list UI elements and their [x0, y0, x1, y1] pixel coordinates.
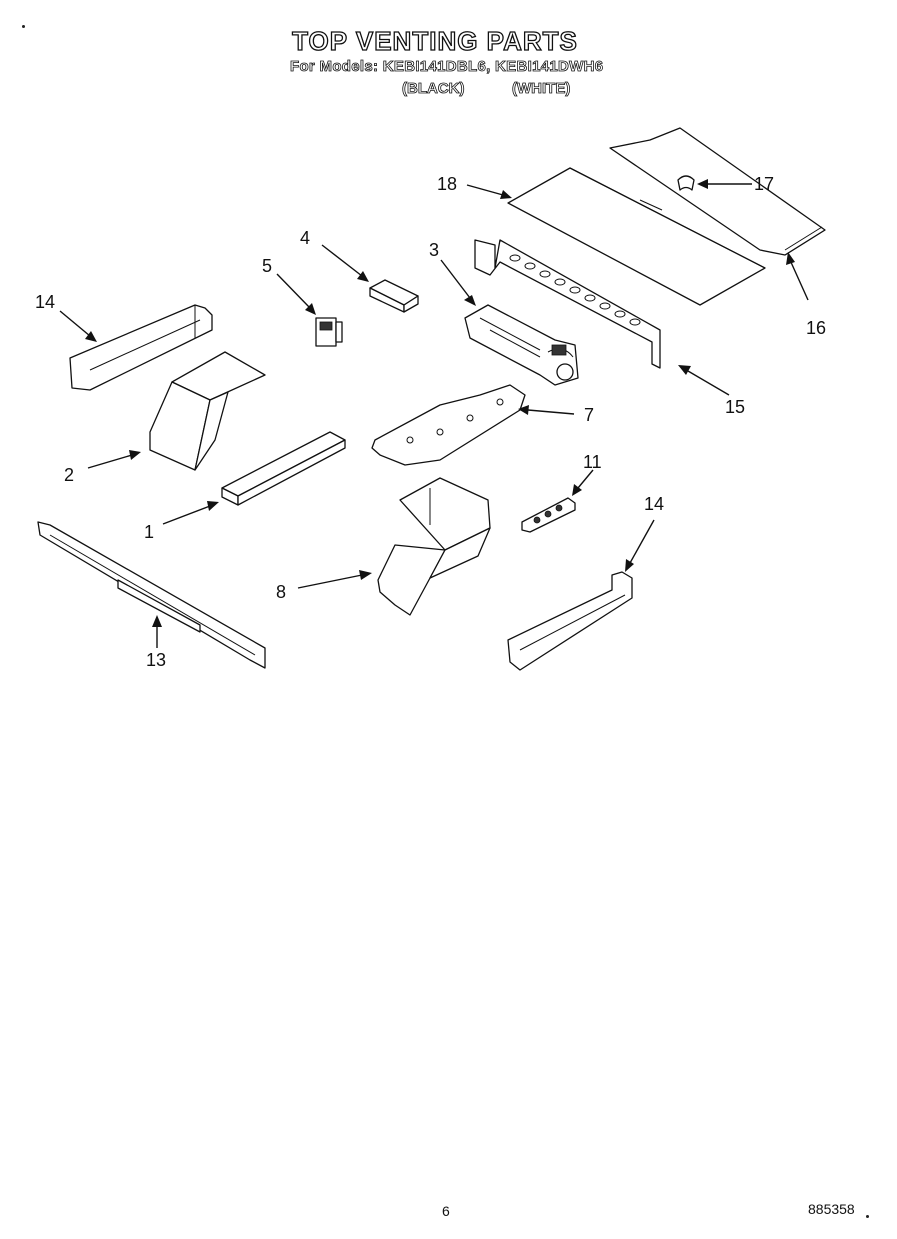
callout-8: 8	[276, 582, 286, 602]
part-7-plate	[371, 384, 526, 466]
part-16-top-panel	[609, 127, 826, 256]
trailing-dot	[866, 1215, 869, 1218]
part-14-left-bracket	[69, 304, 213, 391]
part-17-clip	[677, 175, 695, 191]
callout-18: 18	[437, 174, 457, 194]
part-18-vent-panel	[507, 167, 766, 306]
callout-5: 5	[262, 256, 272, 276]
callout-11: 11	[583, 452, 602, 472]
variant-white-label: (WHITE)	[512, 80, 571, 98]
corner-mark-dot	[22, 25, 25, 28]
callout-7: 7	[584, 405, 594, 425]
leader-lines	[59, 179, 809, 648]
callout-13: 13	[146, 650, 166, 670]
callout-15: 15	[725, 397, 745, 417]
part-14-right-bracket	[507, 571, 633, 671]
callout-3: 3	[429, 240, 439, 260]
part-13-long-rail	[37, 521, 266, 669]
variant-black-label: (BLACK)	[402, 80, 465, 98]
part-1-bar	[221, 431, 346, 506]
part-11-terminal-strip	[521, 497, 576, 533]
document-number: 885358	[808, 1201, 855, 1217]
page-number: 6	[442, 1203, 450, 1219]
part-5-switch	[315, 317, 343, 347]
part-4-block	[369, 279, 419, 313]
part-8-funnel-duct	[377, 477, 491, 616]
callout-4: 4	[300, 228, 310, 248]
callout-1: 1	[144, 522, 154, 542]
callout-14-right: 14	[644, 494, 664, 514]
models-subtitle: For Models: KEBI141DBL6, KEBI141DWH6	[290, 58, 604, 76]
callout-16: 16	[806, 318, 826, 338]
callout-14-left: 14	[35, 292, 55, 312]
page-title: TOP VENTING PARTS	[291, 25, 578, 56]
callout-17: 17	[754, 174, 774, 194]
callout-2: 2	[64, 465, 74, 485]
part-3-motor-assembly	[464, 304, 579, 386]
part-2-duct	[149, 351, 266, 471]
part-15-perforated-rail	[474, 239, 661, 369]
